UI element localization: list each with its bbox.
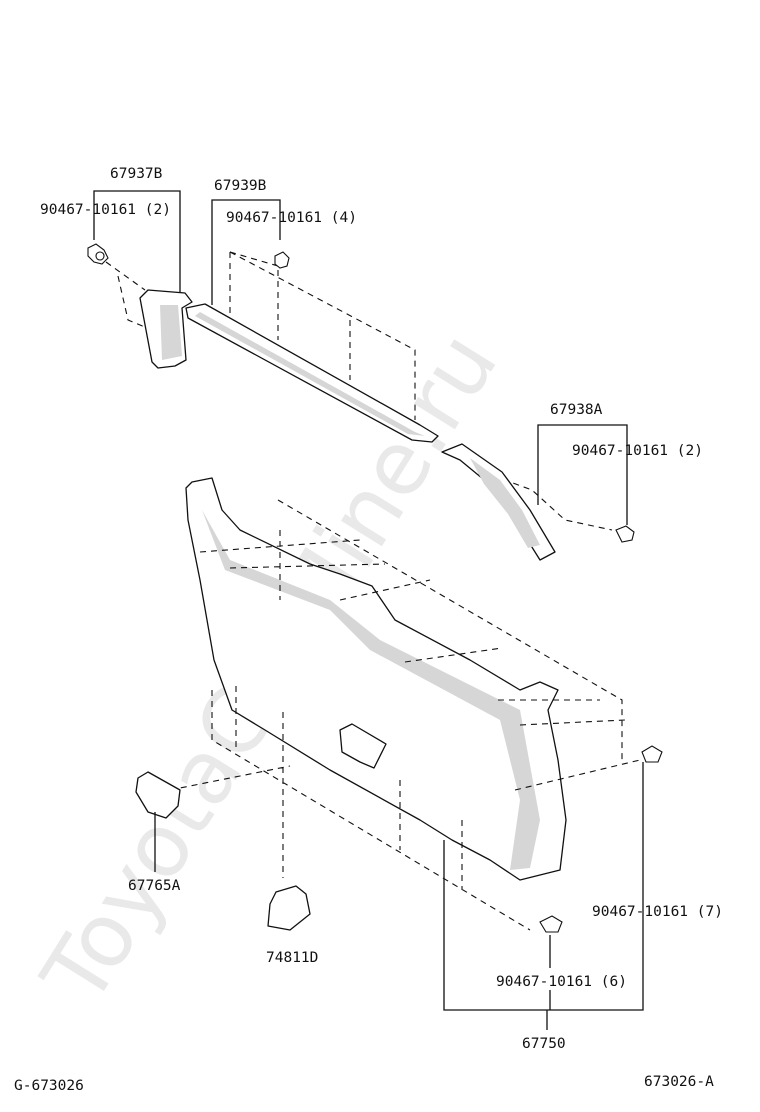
leader-67939B bbox=[211, 199, 281, 305]
part-67750-panel[interactable] bbox=[185, 477, 567, 881]
dash-67937B bbox=[105, 261, 153, 331]
part-67765A-cover[interactable] bbox=[135, 771, 181, 819]
label-clip-6: 90467-10161 (6) bbox=[496, 974, 627, 990]
label-67750: 67750 bbox=[522, 1036, 566, 1052]
label-74811D: 74811D bbox=[266, 950, 318, 966]
label-67938A: 67938A bbox=[550, 402, 603, 418]
code-right: 673026-A bbox=[644, 1074, 714, 1090]
label-67938A-clip: 90467-10161 (2) bbox=[572, 443, 703, 459]
clip-icon[interactable] bbox=[641, 745, 663, 763]
label-67939B: 67939B bbox=[214, 178, 267, 194]
clip-icon[interactable] bbox=[87, 243, 109, 265]
part-67939B-group bbox=[185, 199, 439, 443]
part-67750-group bbox=[169, 477, 641, 931]
leader-67937B bbox=[93, 190, 181, 295]
handle-recess[interactable] bbox=[339, 723, 387, 769]
part-67938A-group bbox=[441, 424, 628, 561]
part-74811D-pad[interactable] bbox=[267, 885, 311, 931]
part-74811D-group bbox=[267, 885, 311, 931]
clip-icon[interactable] bbox=[539, 915, 563, 933]
label-clip-7: 90467-10161 (7) bbox=[592, 904, 723, 920]
dash-67939B bbox=[229, 251, 416, 420]
dash-67750 bbox=[169, 499, 641, 931]
part-67765A-group bbox=[135, 771, 181, 872]
label-67939B-clip: 90467-10161 (4) bbox=[226, 210, 357, 226]
code-left: G-673026 bbox=[14, 1078, 84, 1094]
leader-67938A bbox=[537, 424, 628, 525]
label-67937B: 67937B bbox=[110, 166, 163, 182]
leader-67750 bbox=[443, 762, 644, 1011]
label-67937B-clip: 90467-10161 (2) bbox=[40, 202, 171, 218]
part-67939B-rail[interactable] bbox=[185, 303, 439, 443]
clip-icon[interactable] bbox=[615, 525, 635, 543]
label-67765A: 67765A bbox=[128, 878, 181, 894]
dash-67938A bbox=[471, 467, 613, 531]
part-67937B-group bbox=[93, 190, 193, 369]
clip-icon[interactable] bbox=[274, 251, 290, 269]
